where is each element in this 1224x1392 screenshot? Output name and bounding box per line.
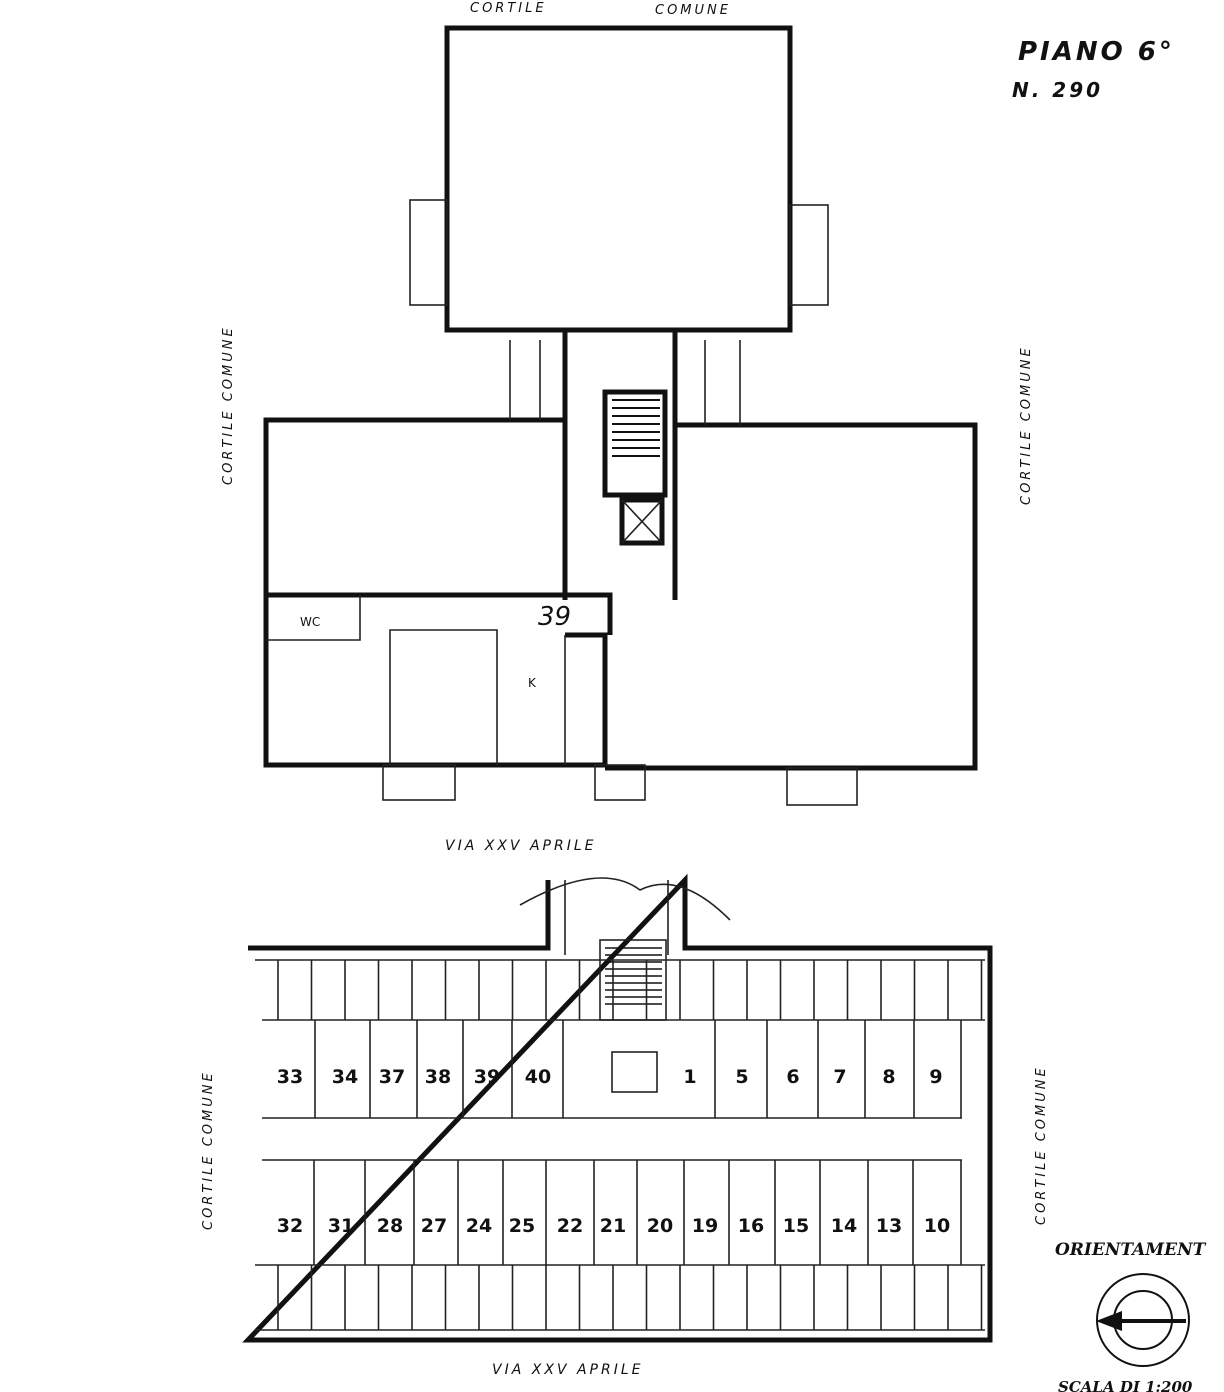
floor-title: PIANO 6°: [1018, 37, 1175, 67]
cellar-number-top: 5: [735, 1066, 748, 1088]
cellar-number-top: 1: [683, 1066, 696, 1088]
cellar-number-bottom: 16: [738, 1215, 764, 1237]
cellar-number-bottom: 31: [328, 1215, 354, 1237]
street-label-lower: VIA XXV APRILE: [492, 1362, 643, 1378]
cellar-number-top: 8: [882, 1066, 895, 1088]
cellar-plan: [242, 873, 993, 1343]
wc-label: WC: [300, 615, 320, 629]
unit-number: 39: [538, 602, 571, 632]
cellar-number-bottom: 14: [831, 1215, 857, 1237]
cellar-number-bottom: 19: [692, 1215, 718, 1237]
courtyard-label-right-upper: CORTILE COMUNE: [1019, 345, 1034, 505]
cellar-number-top: 9: [929, 1066, 942, 1088]
scale-label: SCALA DI 1:200: [1058, 1378, 1193, 1392]
cellar-number-top: 7: [833, 1066, 846, 1088]
cellar-number-top: 39: [474, 1066, 500, 1088]
street-label-upper: VIA XXV APRILE: [445, 838, 596, 854]
cellar-number-top: 6: [786, 1066, 799, 1088]
courtyard-label-top-2: COMUNE: [655, 3, 731, 18]
north-arrow-icon: [1096, 1273, 1190, 1367]
cellar-number-bottom: 22: [557, 1215, 583, 1237]
cellar-number-top: 34: [332, 1066, 358, 1088]
cellar-number-top: 38: [425, 1066, 451, 1088]
cellar-number-bottom: 24: [466, 1215, 492, 1237]
upper-building: 39 WC K: [263, 25, 978, 806]
plan-number: N. 290: [1012, 78, 1103, 102]
cellar-number-bottom: 10: [924, 1215, 950, 1237]
orientation-label: ORIENTAMENT: [1055, 1240, 1207, 1260]
cellar-number-bottom: 20: [647, 1215, 673, 1237]
courtyard-label-left-upper: CORTILE COMUNE: [221, 325, 236, 485]
cellar-number-bottom: 27: [421, 1215, 447, 1237]
cellar-number-top: 40: [525, 1066, 551, 1088]
cellar-number-bottom: 32: [277, 1215, 303, 1237]
cellar-number-bottom: 28: [377, 1215, 403, 1237]
courtyard-label-left-lower: CORTILE COMUNE: [201, 1070, 216, 1230]
cellar-number-top: 33: [277, 1066, 303, 1088]
cellar-number-bottom: 13: [876, 1215, 902, 1237]
cellar-number-bottom: 25: [509, 1215, 535, 1237]
cellar-number-bottom: 15: [783, 1215, 809, 1237]
courtyard-label-top-1: CORTILE: [470, 1, 547, 16]
cellar-number-bottom: 21: [600, 1215, 626, 1237]
cellar-number-top: 37: [379, 1066, 405, 1088]
courtyard-label-right-lower: CORTILE COMUNE: [1034, 1065, 1049, 1225]
kitchen-label: K: [528, 676, 537, 690]
